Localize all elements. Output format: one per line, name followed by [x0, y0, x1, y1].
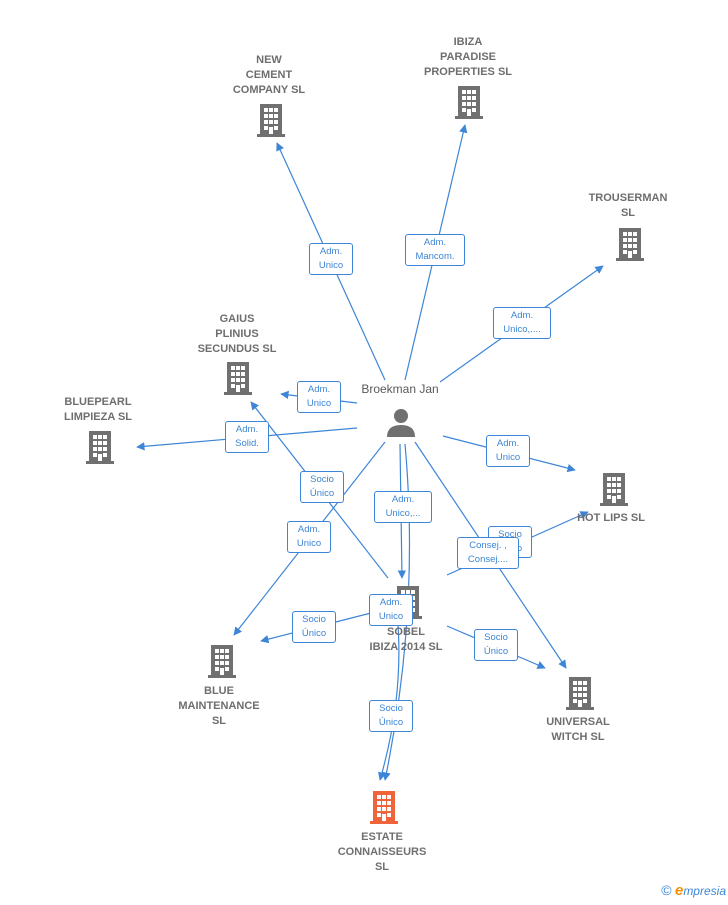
copyright-icon: ©: [661, 882, 672, 898]
building-icon[interactable]: [257, 104, 285, 137]
edge-label-gaius[interactable]: Adm. Unico: [297, 381, 341, 413]
building-icon[interactable]: [224, 362, 252, 395]
building-icon[interactable]: [600, 473, 628, 506]
edge-label-ibiza-paradise[interactable]: Adm. Mancom.: [405, 234, 465, 266]
edge-label-new-cement[interactable]: Adm. Unico: [309, 243, 353, 275]
building-icon[interactable]: [616, 228, 644, 261]
building-icon[interactable]: [86, 431, 114, 464]
edge-label-hot-lips[interactable]: Adm. Unico: [486, 435, 530, 467]
edge-label-blue-maintenance[interactable]: Adm. Unico: [287, 521, 331, 553]
edge-label-bluepearl[interactable]: Adm. Solid.: [225, 421, 269, 453]
company-label-sobel[interactable]: SOBEL IBIZA 2014 SL: [369, 626, 443, 653]
company-label-estate[interactable]: ESTATE CONNAISSEURS SL: [337, 831, 427, 873]
edge-label-sobel-universal-witch[interactable]: Socio Único: [474, 629, 518, 661]
edge-label-universal-witch[interactable]: Consej. , Consej....: [457, 537, 519, 569]
company-label-trouserman[interactable]: TROUSERMAN SL: [588, 192, 668, 219]
person-icon[interactable]: [387, 409, 415, 437]
company-label-gaius[interactable]: GAIUS PLINIUS SECUNDUS SL: [197, 313, 277, 355]
edge-label-sobel-blue-maintenance[interactable]: Socio Único: [292, 611, 336, 643]
company-label-hot-lips[interactable]: HOT LIPS SL: [577, 512, 645, 524]
brand-footer[interactable]: © empresia: [661, 882, 726, 899]
company-label-universal-witch[interactable]: UNIVERSAL WITCH SL: [546, 716, 610, 743]
company-label-blue-maintenance[interactable]: BLUE MAINTENANCE SL: [178, 685, 260, 727]
brand-logo-e: e: [674, 882, 684, 899]
person-name[interactable]: Broekman Jan: [361, 382, 439, 396]
building-icon[interactable]: [370, 791, 398, 824]
company-label-ibiza-paradise[interactable]: IBIZA PARADISE PROPERTIES SL: [423, 36, 513, 78]
building-icon[interactable]: [566, 677, 594, 710]
brand-name: mpresia: [683, 884, 726, 898]
building-icon[interactable]: [208, 645, 236, 678]
company-label-new-cement[interactable]: NEW CEMENT COMPANY SL: [232, 54, 306, 96]
edge-label-sobel[interactable]: Adm. Unico,...: [374, 491, 432, 523]
edge-label-trouserman[interactable]: Adm. Unico,....: [493, 307, 551, 339]
edge-label-sobel-estate[interactable]: Socio Único: [369, 700, 413, 732]
company-label-bluepearl[interactable]: BLUEPEARL LIMPIEZA SL: [63, 396, 133, 423]
edge-label-sobel-gaius[interactable]: Socio Único: [300, 471, 344, 503]
edge-label-estate[interactable]: Adm. Unico: [369, 594, 413, 626]
building-icon[interactable]: [455, 86, 483, 119]
